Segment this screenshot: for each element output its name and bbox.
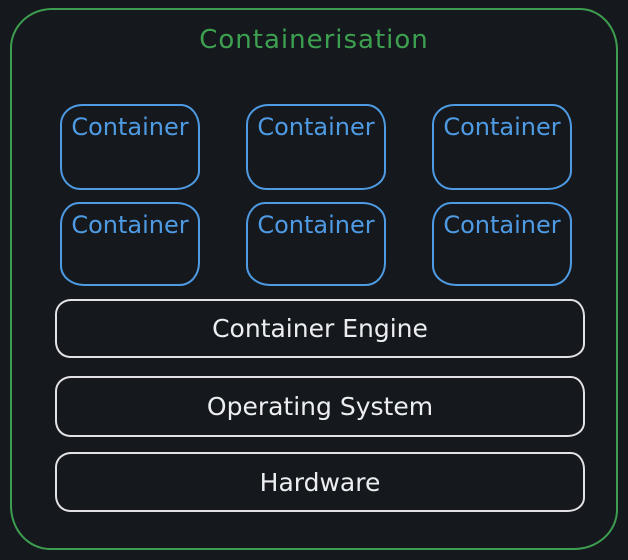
- layer-label: Hardware: [259, 467, 381, 497]
- layer-box-container-engine: Container Engine: [55, 299, 585, 358]
- layer-label: Operating System: [206, 392, 434, 421]
- container-label: Container: [443, 113, 561, 141]
- container-box: Container: [432, 104, 572, 190]
- container-label: Container: [257, 211, 375, 239]
- layer-box-hardware: Hardware: [55, 452, 585, 512]
- container-row-top: Container Container Container: [60, 104, 572, 190]
- container-box: Container: [60, 202, 200, 286]
- container-label: Container: [71, 113, 189, 141]
- container-label: Container: [443, 211, 561, 239]
- layer-box-operating-system: Operating System: [55, 376, 585, 437]
- container-label: Container: [257, 113, 375, 141]
- container-box: Container: [246, 104, 386, 190]
- layer-label: Container Engine: [212, 314, 428, 343]
- diagram-title: Containerisation: [199, 25, 429, 55]
- container-label: Container: [71, 211, 189, 239]
- container-row-bottom: Container Container Container: [60, 202, 572, 286]
- containerisation-frame: [10, 8, 618, 550]
- container-box: Container: [246, 202, 386, 286]
- container-box: Container: [432, 202, 572, 286]
- container-box: Container: [60, 104, 200, 190]
